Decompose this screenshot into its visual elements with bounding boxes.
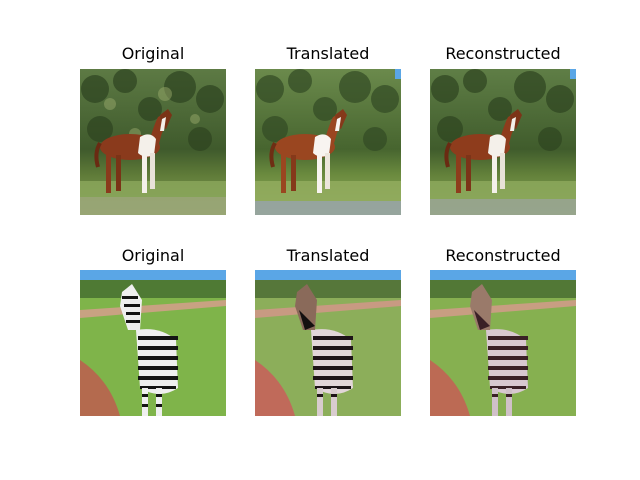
zebra-original-image	[80, 270, 226, 416]
horse-original-image	[80, 69, 226, 215]
title-translated-row1: Translated	[286, 44, 370, 63]
zebra-reconstructed-image	[430, 270, 576, 416]
title-translated-row2: Translated	[286, 246, 370, 265]
title-original-row1: Original	[121, 44, 185, 63]
horse-translated-image	[255, 69, 401, 215]
title-reconstructed-row1: Reconstructed	[445, 44, 561, 63]
title-reconstructed-row2: Reconstructed	[445, 246, 561, 265]
horse-reconstructed-image	[430, 69, 576, 215]
zebra-translated-image	[255, 270, 401, 416]
title-original-row2: Original	[121, 246, 185, 265]
